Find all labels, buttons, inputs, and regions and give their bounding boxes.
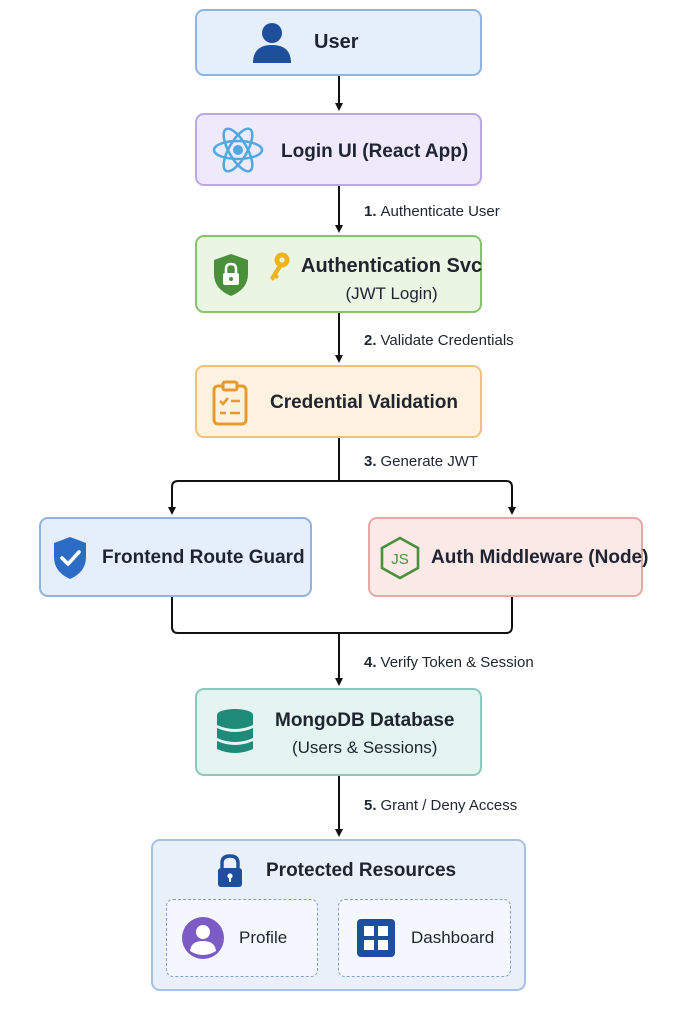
step-number: 1. (364, 203, 377, 220)
step-number: 3. (364, 453, 377, 470)
frontend-route-guard-title: Frontend Route Guard (102, 547, 305, 568)
step-number: 2. (364, 332, 377, 349)
nodejs-icon-text: JS (391, 551, 409, 568)
protected-resources-title: Protected Resources (266, 860, 457, 881)
credential-validation-title: Credential Validation (270, 392, 458, 413)
step-text: Generate JWT (380, 453, 479, 470)
mongodb-node: MongoDB Database (Users & Sessions) (195, 688, 482, 776)
key-icon (267, 251, 293, 283)
user-node: User (195, 9, 482, 76)
arrow-split-to-route-guard (168, 480, 339, 515)
padlock-icon (215, 853, 245, 889)
step-label-3: 3.Generate JWT (364, 453, 478, 470)
auth-middleware-title: Auth Middleware (Node) (431, 547, 649, 568)
auth-service-subtitle: (JWT Login) (345, 284, 438, 303)
user-icon (252, 22, 292, 64)
step-label-4: 4.Verify Token & Session (364, 654, 534, 671)
step-label-1: 1.Authenticate User (364, 203, 500, 220)
database-icon (215, 707, 255, 755)
step-text: Authenticate User (380, 203, 500, 220)
step-text: Verify Token & Session (380, 654, 534, 671)
profile-resource[interactable]: Profile (166, 899, 318, 977)
line-merge-branches (171, 597, 513, 634)
mongodb-subtitle: (Users & Sessions) (291, 738, 438, 757)
auth-service-title: Authentication Svc (301, 255, 483, 277)
step-label-2: 2.Validate Credentials (364, 332, 514, 349)
dashboard-resource[interactable]: Dashboard (338, 899, 511, 977)
credential-validation-node: Credential Validation (195, 365, 482, 438)
dashboard-label: Dashboard (411, 928, 495, 947)
dashboard-grid-icon (356, 918, 396, 958)
arrow-split-to-middleware (339, 480, 516, 515)
clipboard-checklist-icon (211, 380, 249, 426)
profile-label: Profile (239, 928, 288, 947)
step-text: Validate Credentials (380, 332, 514, 349)
login-ui-title: Login UI (React App) (281, 141, 469, 162)
step-text: Grant / Deny Access (380, 797, 518, 814)
mongodb-title: MongoDB Database (275, 710, 455, 731)
user-title: User (314, 31, 359, 53)
protected-resources-node: Protected Resources Profile Dashboard (151, 839, 526, 991)
shield-check-icon (51, 535, 89, 581)
auth-middleware-node: JS Auth Middleware (Node) (368, 517, 648, 597)
profile-avatar-icon (181, 916, 225, 960)
frontend-route-guard-node: Frontend Route Guard (39, 517, 312, 597)
login-ui-node: Login UI (React App) (195, 113, 482, 186)
step-number: 4. (364, 654, 377, 671)
react-icon (211, 125, 265, 175)
shield-lock-icon (211, 252, 251, 298)
step-label-5: 5.Grant / Deny Access (364, 797, 517, 814)
auth-service-node: Authentication Svc (JWT Login) (195, 235, 482, 313)
step-number: 5. (364, 797, 377, 814)
nodejs-icon: JS (379, 536, 421, 580)
